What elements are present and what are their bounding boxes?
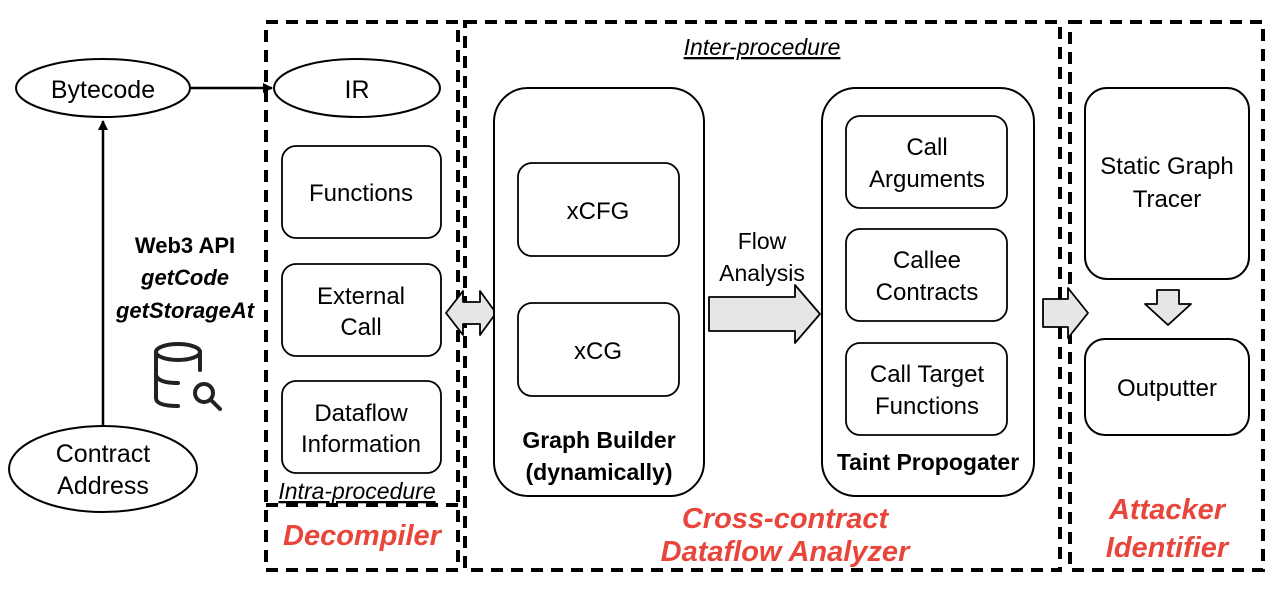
- xcfg-box: [517, 162, 680, 257]
- callee-contracts-label-line2: Contracts: [876, 279, 979, 306]
- call-arguments-label-line1: Call: [906, 134, 947, 161]
- call-target-functions-label-line2: Functions: [875, 393, 979, 420]
- flow-analysis-label-line2: Analysis: [719, 260, 805, 286]
- ir-label: IR: [345, 76, 370, 104]
- flow-analysis-label-line1: Flow: [738, 228, 787, 254]
- cross-contract-label-line1: Cross-contract: [682, 503, 890, 535]
- web3-method-getcode: getCode: [140, 265, 229, 290]
- analyzer-to-attacker-arrow: [1042, 287, 1089, 339]
- graph-builder-label-line1: Graph Builder: [522, 427, 675, 453]
- external-call-label-line2: Call: [340, 314, 381, 341]
- xcg-label: xCG: [574, 338, 622, 365]
- decompiler-analyzer-double-arrow: [445, 290, 497, 336]
- xcg-box: [517, 302, 680, 397]
- inter-procedure-caption: Inter-procedure: [684, 34, 841, 60]
- outputter-label: Outputter: [1117, 375, 1217, 402]
- contract-address-label-line1: Contract: [56, 440, 151, 468]
- call-arguments-label-line2: Arguments: [869, 166, 985, 193]
- static-graph-tracer-box: [1084, 87, 1250, 280]
- call-target-functions-box: [845, 342, 1008, 436]
- static-graph-tracer-label-line1: Static Graph: [1100, 153, 1233, 180]
- xcfg-label: xCFG: [567, 198, 630, 225]
- analyzer-frame: [463, 20, 1062, 572]
- outputter-box: [1084, 338, 1250, 436]
- dataflow-info-label-line2: Information: [301, 431, 421, 458]
- call-arguments-box: [845, 115, 1008, 209]
- call-target-functions-label-line1: Call Target: [870, 361, 985, 388]
- web3-method-getstorageat: getStorageAt: [115, 298, 256, 323]
- bytecode-label: Bytecode: [51, 76, 155, 104]
- attacker-identifier-label-line2: Identifier: [1106, 532, 1230, 564]
- dataflow-info-label-line1: Dataflow: [314, 400, 408, 427]
- attacker-identifier-label-line1: Attacker: [1108, 494, 1227, 526]
- static-graph-tracer-label-line2: Tracer: [1133, 186, 1201, 213]
- external-call-label-line1: External: [317, 283, 405, 310]
- tracer-to-outputter-arrow: [1144, 289, 1192, 326]
- callee-contracts-label-line1: Callee: [893, 247, 961, 274]
- web3-api-title: Web3 API: [135, 233, 235, 258]
- ir-node: [273, 58, 441, 118]
- contract-address-label-line2: Address: [57, 472, 149, 500]
- intra-procedure-caption: Intra-procedure: [278, 478, 435, 504]
- callee-contracts-box: [845, 228, 1008, 322]
- functions-label: Functions: [309, 180, 413, 207]
- taint-propagater-label: Taint Propogater: [837, 449, 1019, 475]
- database-search-icon: [154, 342, 222, 411]
- flow-analysis-arrow: [708, 284, 821, 344]
- dataflow-info-box: [281, 380, 442, 474]
- functions-box: [281, 145, 442, 239]
- decompiler-label: Decompiler: [283, 520, 443, 552]
- external-call-box: [281, 263, 442, 357]
- cross-contract-label-line2: Dataflow Analyzer: [661, 536, 911, 568]
- graph-builder-label-line2: (dynamically): [526, 459, 673, 485]
